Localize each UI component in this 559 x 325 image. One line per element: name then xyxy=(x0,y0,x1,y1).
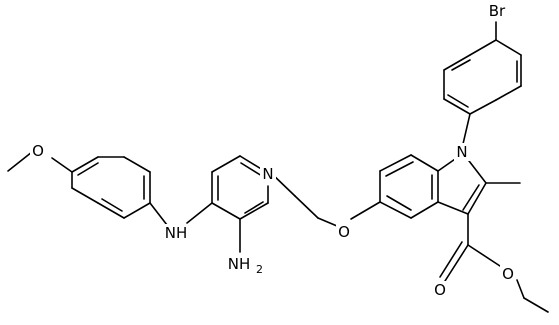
methoxyphenyl-ring xyxy=(71,156,151,219)
aryl-n-bond xyxy=(462,113,471,145)
ether-oxygen-label: O xyxy=(338,223,350,241)
bromine-label: Br xyxy=(489,2,506,20)
c4-nh-bond xyxy=(186,202,213,224)
carbonyl-oxygen-label: O xyxy=(434,281,446,299)
ester-group xyxy=(439,213,549,313)
bromophenyl-ring xyxy=(443,21,522,115)
o-pyridine-bond xyxy=(317,217,338,227)
indole-pyrrole-ring xyxy=(437,156,487,215)
c5-o-bond xyxy=(350,201,381,220)
indole-benzene-ring xyxy=(379,154,439,219)
ester-oxygen-label: O xyxy=(502,265,514,283)
amine-nh-label: NH xyxy=(165,224,188,242)
methoxy-oxygen-label: O xyxy=(32,142,44,160)
nh-aryl-bond xyxy=(149,202,168,226)
indole-nitrogen-label: N xyxy=(456,143,467,161)
amino-nh2-label: NH xyxy=(228,255,251,273)
o-methyl-bond xyxy=(7,151,33,172)
pyridine-nitrogen-label: N xyxy=(262,165,273,183)
amino-subscript: 2 xyxy=(256,263,263,276)
pyridine-ring xyxy=(211,155,319,220)
aryl-o-bond xyxy=(51,157,73,173)
